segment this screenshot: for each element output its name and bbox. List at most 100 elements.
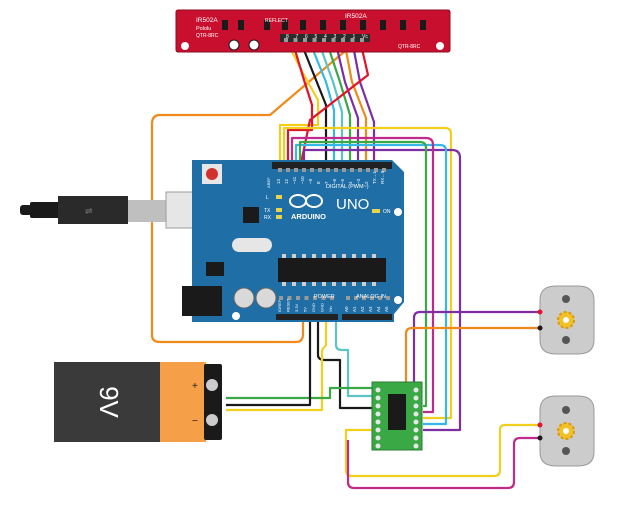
motor-lead-icon[interactable]	[537, 422, 543, 428]
header-pin[interactable]	[318, 168, 322, 172]
wire-yellow-digital[interactable]	[282, 126, 453, 420]
reset-button-cap[interactable]	[206, 168, 218, 180]
header-pin[interactable]	[354, 296, 358, 300]
wire-green-digital[interactable]	[298, 140, 428, 408]
arduino-brand: ARDUINO	[291, 212, 326, 221]
pin-label: ~6	[332, 178, 337, 184]
crystal	[232, 238, 272, 252]
wire-pink-digital[interactable]	[290, 136, 435, 414]
pin-label: A4	[376, 306, 381, 312]
header-pin[interactable]	[312, 38, 317, 42]
header-pin[interactable]	[313, 296, 317, 300]
header-pin[interactable]	[341, 38, 345, 42]
dc-motor-bottom[interactable]	[537, 395, 595, 467]
sensor-component-icon	[228, 39, 240, 51]
header-pin[interactable]	[346, 296, 350, 300]
header-pin[interactable]	[382, 168, 386, 172]
battery-terminal-icon[interactable]	[206, 414, 218, 426]
header-pin[interactable]	[362, 296, 366, 300]
capacitor-icon	[255, 287, 277, 309]
motor-terminal-icon	[562, 447, 570, 455]
header-pin[interactable]	[386, 296, 390, 300]
rx-label: RX	[264, 215, 272, 221]
header-pin[interactable]	[342, 168, 346, 172]
header-pin[interactable]	[374, 168, 378, 172]
wire-orange-loop[interactable]	[150, 39, 359, 344]
wire-green-battery[interactable]	[226, 386, 372, 400]
wires	[150, 39, 540, 490]
header-pin[interactable]	[296, 296, 300, 300]
header-pin[interactable]	[287, 296, 292, 300]
pin-label: 2	[364, 181, 369, 184]
sensor-component-icon	[248, 39, 260, 51]
wire-cyan-digital[interactable]	[294, 143, 448, 426]
header-pin[interactable]	[303, 38, 307, 42]
pin-label: 2	[343, 34, 346, 40]
wire-sensor-teal[interactable]	[316, 39, 344, 168]
header-pin[interactable]	[321, 296, 326, 300]
motor-driver[interactable]	[371, 381, 423, 451]
header-pin[interactable]	[322, 38, 326, 42]
header-pin[interactable]	[366, 168, 370, 172]
pin-label: 3.3V	[294, 303, 299, 312]
wire-yellow-5v[interactable]	[226, 312, 328, 412]
header-pin[interactable]	[286, 168, 290, 172]
motor-lead-icon[interactable]	[537, 309, 543, 315]
battery-terminal-icon[interactable]	[206, 379, 218, 391]
header-pin[interactable]	[330, 296, 334, 300]
driver-chip	[388, 394, 406, 430]
header-pin[interactable]	[350, 168, 354, 172]
wire-black-battery[interactable]	[226, 320, 312, 407]
wire-black-gnd[interactable]	[316, 312, 372, 410]
header-pin[interactable]	[334, 168, 338, 172]
motor-lead-icon[interactable]	[537, 325, 543, 331]
arduino-logo-icon	[289, 194, 323, 208]
arduino-uno[interactable]: ⇌ L TX R	[20, 160, 404, 322]
wire-sensor-black[interactable]	[298, 39, 328, 168]
header-pin[interactable]	[358, 168, 362, 172]
pin-label: ~11	[292, 176, 297, 184]
wire-purple-digital[interactable]	[302, 148, 462, 432]
header-pin[interactable]	[304, 296, 309, 300]
header-pin[interactable]	[279, 296, 283, 300]
ir-sensor-array[interactable]: IR502A Pololu QTR-8RC REFLECT IR502A QTR…	[175, 9, 451, 53]
analog-label: ANALOG IN	[356, 294, 386, 300]
dc-motor-top[interactable]	[537, 285, 595, 355]
header-pin[interactable]	[284, 38, 288, 42]
pin-label: 7	[324, 181, 329, 184]
pin-label: A1	[352, 306, 357, 312]
header-pin[interactable]	[350, 38, 355, 42]
header-pin[interactable]	[293, 38, 298, 42]
pin-label: 13	[276, 178, 281, 184]
header-pin[interactable]	[370, 296, 374, 300]
wire-purple-motor-top[interactable]	[412, 310, 540, 385]
header-pin[interactable]	[278, 168, 282, 172]
battery-label: 9V	[94, 386, 124, 418]
wire-pink-motor-bottom[interactable]	[346, 436, 540, 490]
wire-yellow-motor-bottom[interactable]	[344, 423, 540, 478]
pin-label: 5	[315, 34, 318, 40]
header-pin[interactable]	[360, 38, 364, 42]
header-pin[interactable]	[294, 168, 298, 172]
battery-9v[interactable]: 9V + −	[54, 362, 222, 442]
wire-teal-vin[interactable]	[334, 312, 372, 398]
header-pin[interactable]	[326, 168, 330, 172]
wire-sensor-purple-2[interactable]	[350, 39, 376, 168]
motor-lead-icon[interactable]	[537, 435, 543, 441]
wire-orange-motor-top[interactable]	[404, 326, 540, 385]
header-pin[interactable]	[378, 296, 382, 300]
header-pin[interactable]	[331, 38, 336, 42]
power-jack[interactable]	[182, 286, 222, 316]
l-led	[276, 195, 282, 199]
driver-pins[interactable]	[375, 387, 419, 449]
usb-cable[interactable]: ⇌	[20, 191, 207, 229]
header-pin[interactable]	[310, 168, 314, 172]
on-label: ON	[383, 209, 391, 215]
header-pin[interactable]	[302, 168, 306, 172]
pin-label: A2	[360, 306, 365, 312]
mounting-hole-icon	[394, 296, 402, 304]
